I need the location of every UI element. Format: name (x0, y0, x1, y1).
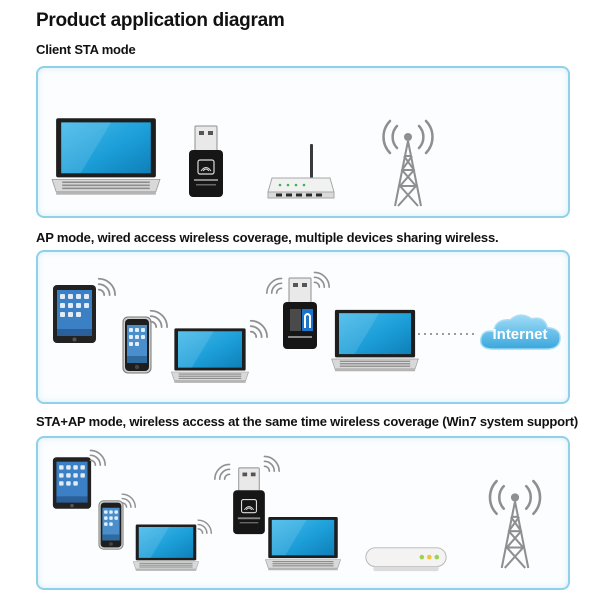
panel-client-sta (36, 66, 570, 218)
wireless-modem-icon (364, 544, 448, 574)
connection-line (418, 333, 478, 335)
section-title-ap-mode: AP mode, wired access wireless coverage,… (36, 230, 499, 245)
wifi-waves-icon (120, 492, 136, 508)
wifi-waves-icon (214, 462, 232, 480)
laptop-icon (50, 116, 162, 198)
wifi-waves-icon (148, 308, 168, 328)
laptop-icon (264, 514, 342, 574)
usb-wifi-dongle-icon (186, 124, 226, 199)
wifi-waves-icon (262, 454, 280, 472)
panel-ap-mode: Internet (36, 250, 570, 404)
laptop-icon (132, 522, 200, 574)
wifi-waves-icon (266, 276, 284, 294)
page-title: Product application diagram (36, 10, 285, 31)
wifi-waves-icon (312, 270, 330, 288)
section-title-sta-ap-mode: STA+AP mode, wireless access at the same… (36, 414, 579, 429)
tablet-icon (52, 284, 97, 344)
panel-sta-ap-mode (36, 436, 570, 590)
wifi-waves-icon (96, 276, 116, 296)
laptop-icon (170, 326, 250, 386)
broadcast-tower-icon (373, 118, 443, 208)
wifi-waves-icon (88, 448, 106, 466)
broadcast-tower-icon (478, 478, 552, 570)
internet-label: Internet (492, 326, 548, 343)
usb-wifi-dongle-icon (230, 466, 268, 536)
wireless-router-icon (266, 142, 336, 202)
wifi-waves-icon (248, 318, 268, 338)
tablet-icon (52, 456, 92, 510)
laptop-icon (330, 308, 420, 374)
section-title-client-sta: Client STA mode (36, 42, 136, 57)
wifi-waves-icon (196, 518, 212, 534)
